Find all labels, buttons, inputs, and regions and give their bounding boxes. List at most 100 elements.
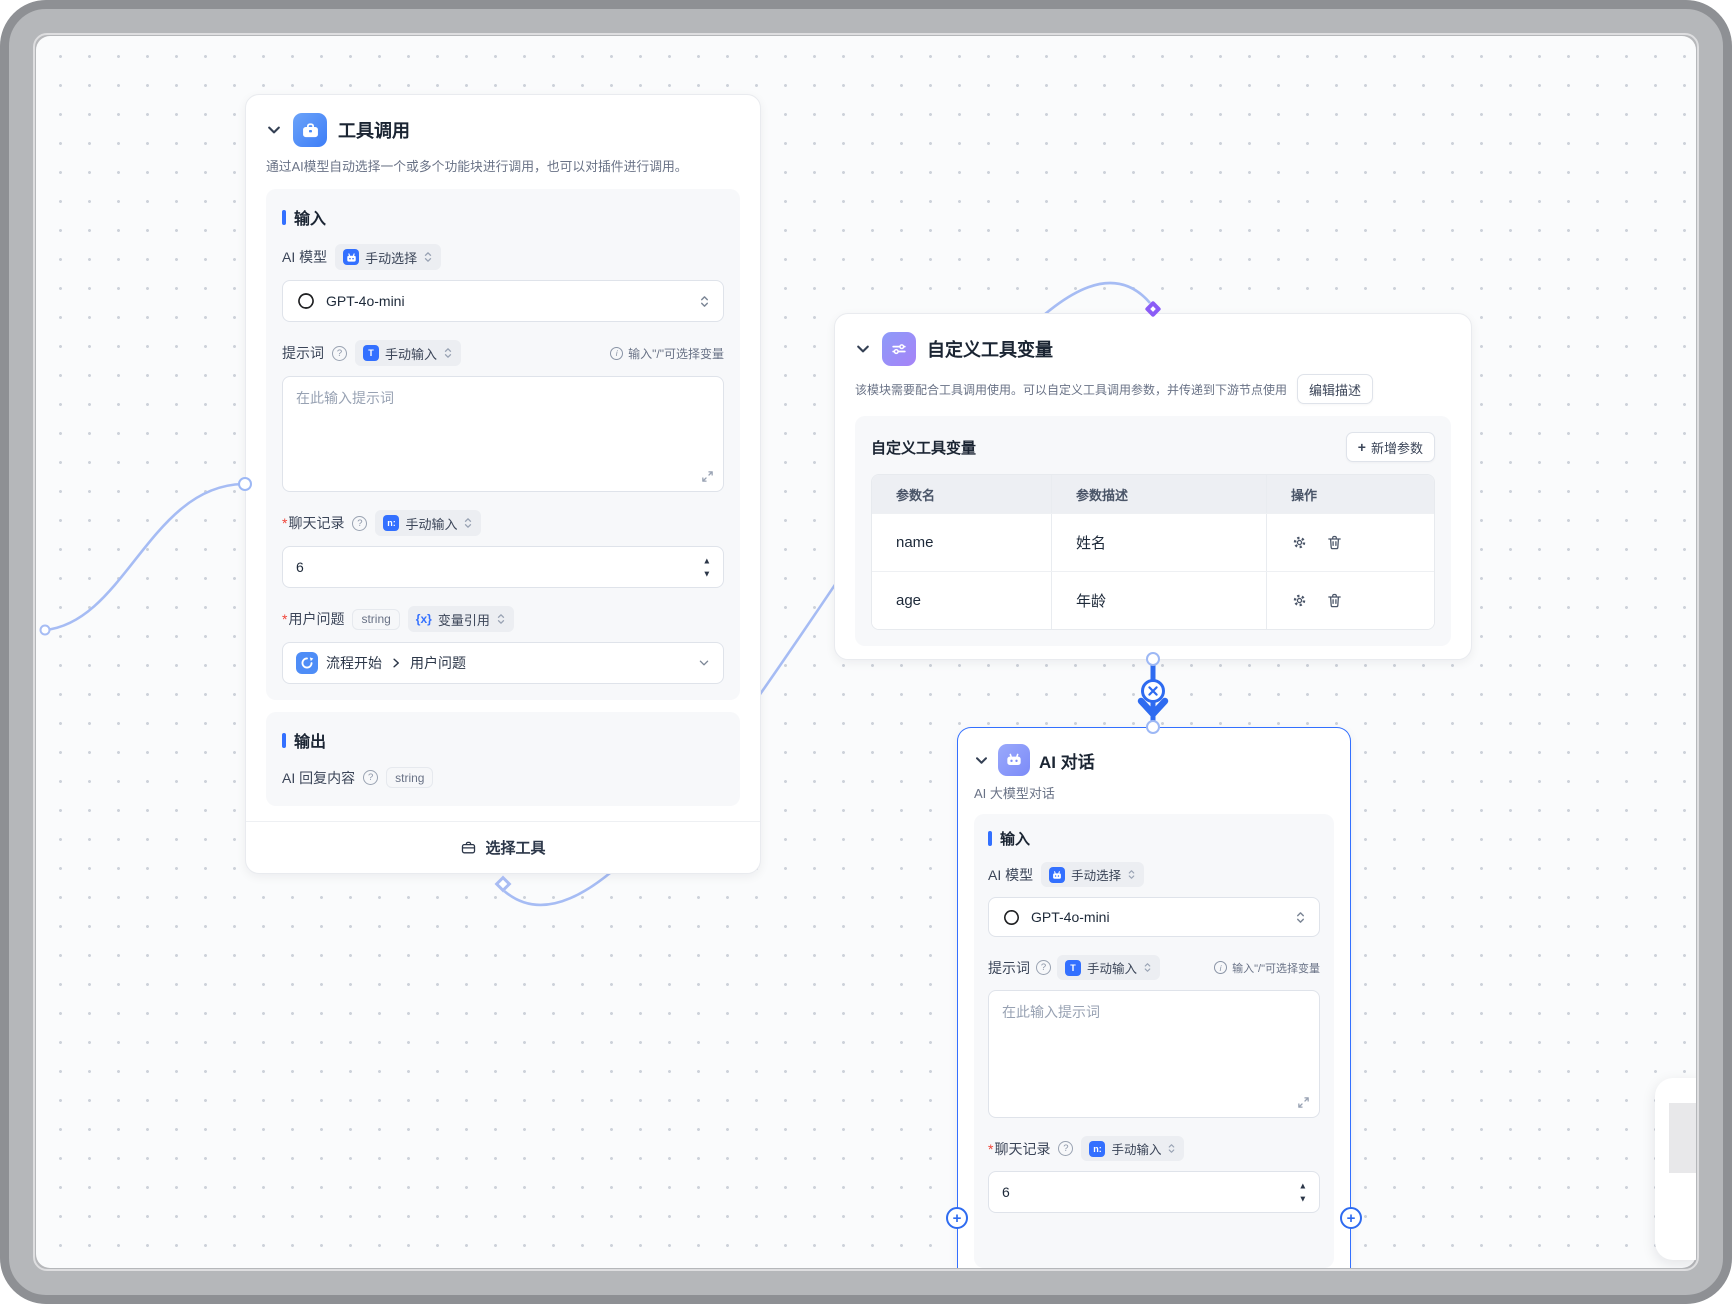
port-tool-call-left[interactable]: [238, 477, 252, 491]
collapse-chevron-icon[interactable]: [855, 341, 871, 357]
panel-title: 自定义工具变量: [871, 439, 977, 457]
collapse-chevron-icon[interactable]: [266, 122, 282, 138]
trash-icon[interactable]: [1326, 592, 1343, 609]
chevrons-updown-icon: [497, 614, 504, 624]
required-asterisk: *: [282, 611, 288, 627]
required-asterisk: *: [988, 1140, 994, 1157]
variable-braces-icon: {x}: [415, 612, 432, 626]
port-ai-chat-top[interactable]: [1146, 720, 1160, 734]
select-tool-button[interactable]: 选择工具: [246, 821, 760, 873]
variable-reference-chip[interactable]: {x} 变量引用: [407, 606, 514, 632]
node-title: 自定义工具变量: [927, 340, 1053, 360]
chevrons-updown-icon: [465, 518, 472, 528]
section-output: 输出: [282, 728, 724, 752]
params-table: 参数名 参数描述 操作 name 姓名: [871, 474, 1435, 630]
col-param-name: 参数名: [872, 475, 1052, 513]
chevrons-updown-icon: [1169, 1144, 1175, 1153]
node-custom-tool-variables[interactable]: 自定义工具变量 该模块需要配合工具调用使用。可以自定义工具调用参数，并传递到下游…: [834, 313, 1472, 660]
slash-variable-hint: i 输入"/"可选择变量: [610, 345, 724, 362]
section-input: 输入: [988, 828, 1320, 849]
section-input: 输入: [282, 205, 724, 229]
param-name: age: [872, 572, 1052, 629]
stepper-up-icon[interactable]: ▲: [1298, 1180, 1307, 1191]
chevron-down-icon: [699, 660, 709, 666]
prompt-label: 提示词: [282, 345, 324, 361]
user-question-label: *用户问题: [282, 611, 345, 627]
model-select[interactable]: GPT-4o-mini: [988, 897, 1320, 937]
chevrons-updown-icon: [1144, 963, 1151, 972]
ai-reply-label: AI 回复内容: [282, 769, 356, 786]
custom-variables-card: 自定义工具变量 + 新增参数 参数名 参数描述 操作 name: [855, 416, 1451, 646]
node-header: 自定义工具变量: [855, 332, 1451, 366]
node-ai-chat[interactable]: AI 对话 AI 大模型对话 输入 AI 模型: [957, 727, 1351, 1268]
stepper-down-icon[interactable]: ▼: [1298, 1193, 1307, 1203]
manual-input-chip[interactable]: T 手动输入: [1057, 955, 1161, 980]
manual-select-chip[interactable]: 手动选择: [1041, 862, 1145, 887]
variable-breadcrumb: 流程开始 用户问题: [296, 652, 466, 674]
gear-icon[interactable]: [1291, 534, 1308, 551]
type-badge: string: [352, 608, 400, 630]
question-circle-icon: ?: [363, 770, 379, 785]
input-section-card: 输入 AI 模型 手动选择: [266, 189, 740, 700]
text-input-icon: T: [363, 345, 379, 361]
stepper-down-icon[interactable]: ▼: [702, 568, 711, 578]
collapse-chevron-icon[interactable]: [974, 753, 989, 768]
ai-model-label: AI 模型: [282, 249, 328, 265]
port-ai-chat-left-add[interactable]: +: [946, 1207, 968, 1229]
text-input-icon: T: [1065, 959, 1081, 976]
table-row: age 年龄: [872, 571, 1434, 629]
chat-history-input[interactable]: [988, 1171, 1320, 1213]
expand-icon[interactable]: [701, 470, 714, 483]
edit-description-button[interactable]: 编辑描述: [1297, 374, 1374, 404]
node-tool-call[interactable]: 工具调用 通过AI模型自动选择一个或多个功能块进行调用，也可以对插件进行调用。 …: [245, 94, 761, 874]
trash-icon[interactable]: [1326, 534, 1343, 551]
type-badge: string: [386, 767, 434, 788]
expand-icon[interactable]: [1297, 1096, 1310, 1109]
chat-history-label: *聊天记录: [282, 515, 345, 531]
model-value: GPT-4o-mini: [1031, 909, 1110, 925]
chat-history-label: *聊天记录: [988, 1140, 1051, 1157]
question-circle-icon: ?: [352, 515, 368, 531]
col-actions: 操作: [1291, 487, 1318, 503]
chevrons-updown-icon: [424, 252, 432, 262]
number-stepper[interactable]: ▲ ▼: [1298, 1180, 1307, 1203]
node-title: 工具调用: [338, 121, 410, 141]
model-select[interactable]: GPT-4o-mini: [282, 280, 724, 322]
stepper-up-icon[interactable]: ▲: [702, 555, 711, 566]
node-description: 该模块需要配合工具调用使用。可以自定义工具调用参数，并传递到下游节点使用: [855, 382, 1288, 397]
chevron-right-icon: [393, 658, 399, 668]
gear-icon[interactable]: [1291, 592, 1308, 609]
manual-input-chip[interactable]: n: 手动输入: [1081, 1136, 1185, 1161]
param-name: name: [872, 514, 1052, 571]
prompt-textarea[interactable]: [282, 376, 724, 492]
chevrons-updown-icon: [444, 348, 452, 358]
required-asterisk: *: [282, 515, 288, 531]
openai-logo-icon: [298, 293, 314, 309]
variable-value-select[interactable]: 流程开始 用户问题: [282, 642, 724, 684]
input-section-card: 输入 AI 模型 手动选择: [974, 814, 1334, 1268]
info-circle-icon: i: [610, 346, 624, 360]
plus-icon: +: [1357, 439, 1366, 455]
manual-select-chip[interactable]: 手动选择: [335, 244, 442, 270]
prompt-label: 提示词: [988, 959, 1030, 976]
port-custom-vars-bottom[interactable]: [1146, 652, 1160, 666]
side-panel-preview: [1669, 1103, 1703, 1173]
table-header-row: 参数名 参数描述 操作: [872, 475, 1434, 513]
param-desc: 年龄: [1052, 572, 1267, 629]
number-stepper[interactable]: ▲ ▼: [702, 555, 711, 578]
port-ai-chat-right-add[interactable]: +: [1340, 1207, 1362, 1229]
sliders-icon: [882, 332, 916, 366]
node-subtitle: AI 大模型对话: [974, 786, 1055, 801]
chat-history-input[interactable]: [282, 546, 724, 588]
prompt-textarea[interactable]: [988, 990, 1320, 1118]
info-circle-icon: i: [1214, 961, 1228, 974]
add-param-button[interactable]: + 新增参数: [1345, 432, 1435, 462]
table-row: name 姓名: [872, 513, 1434, 571]
section-accent-bar: [282, 732, 286, 748]
ai-model-label: AI 模型: [988, 866, 1034, 883]
manual-input-chip[interactable]: T 手动输入: [355, 340, 462, 366]
side-panel-collapsed[interactable]: [1655, 1078, 1703, 1260]
manual-input-chip[interactable]: n: 手动输入: [375, 510, 482, 536]
section-accent-bar: [282, 209, 286, 225]
